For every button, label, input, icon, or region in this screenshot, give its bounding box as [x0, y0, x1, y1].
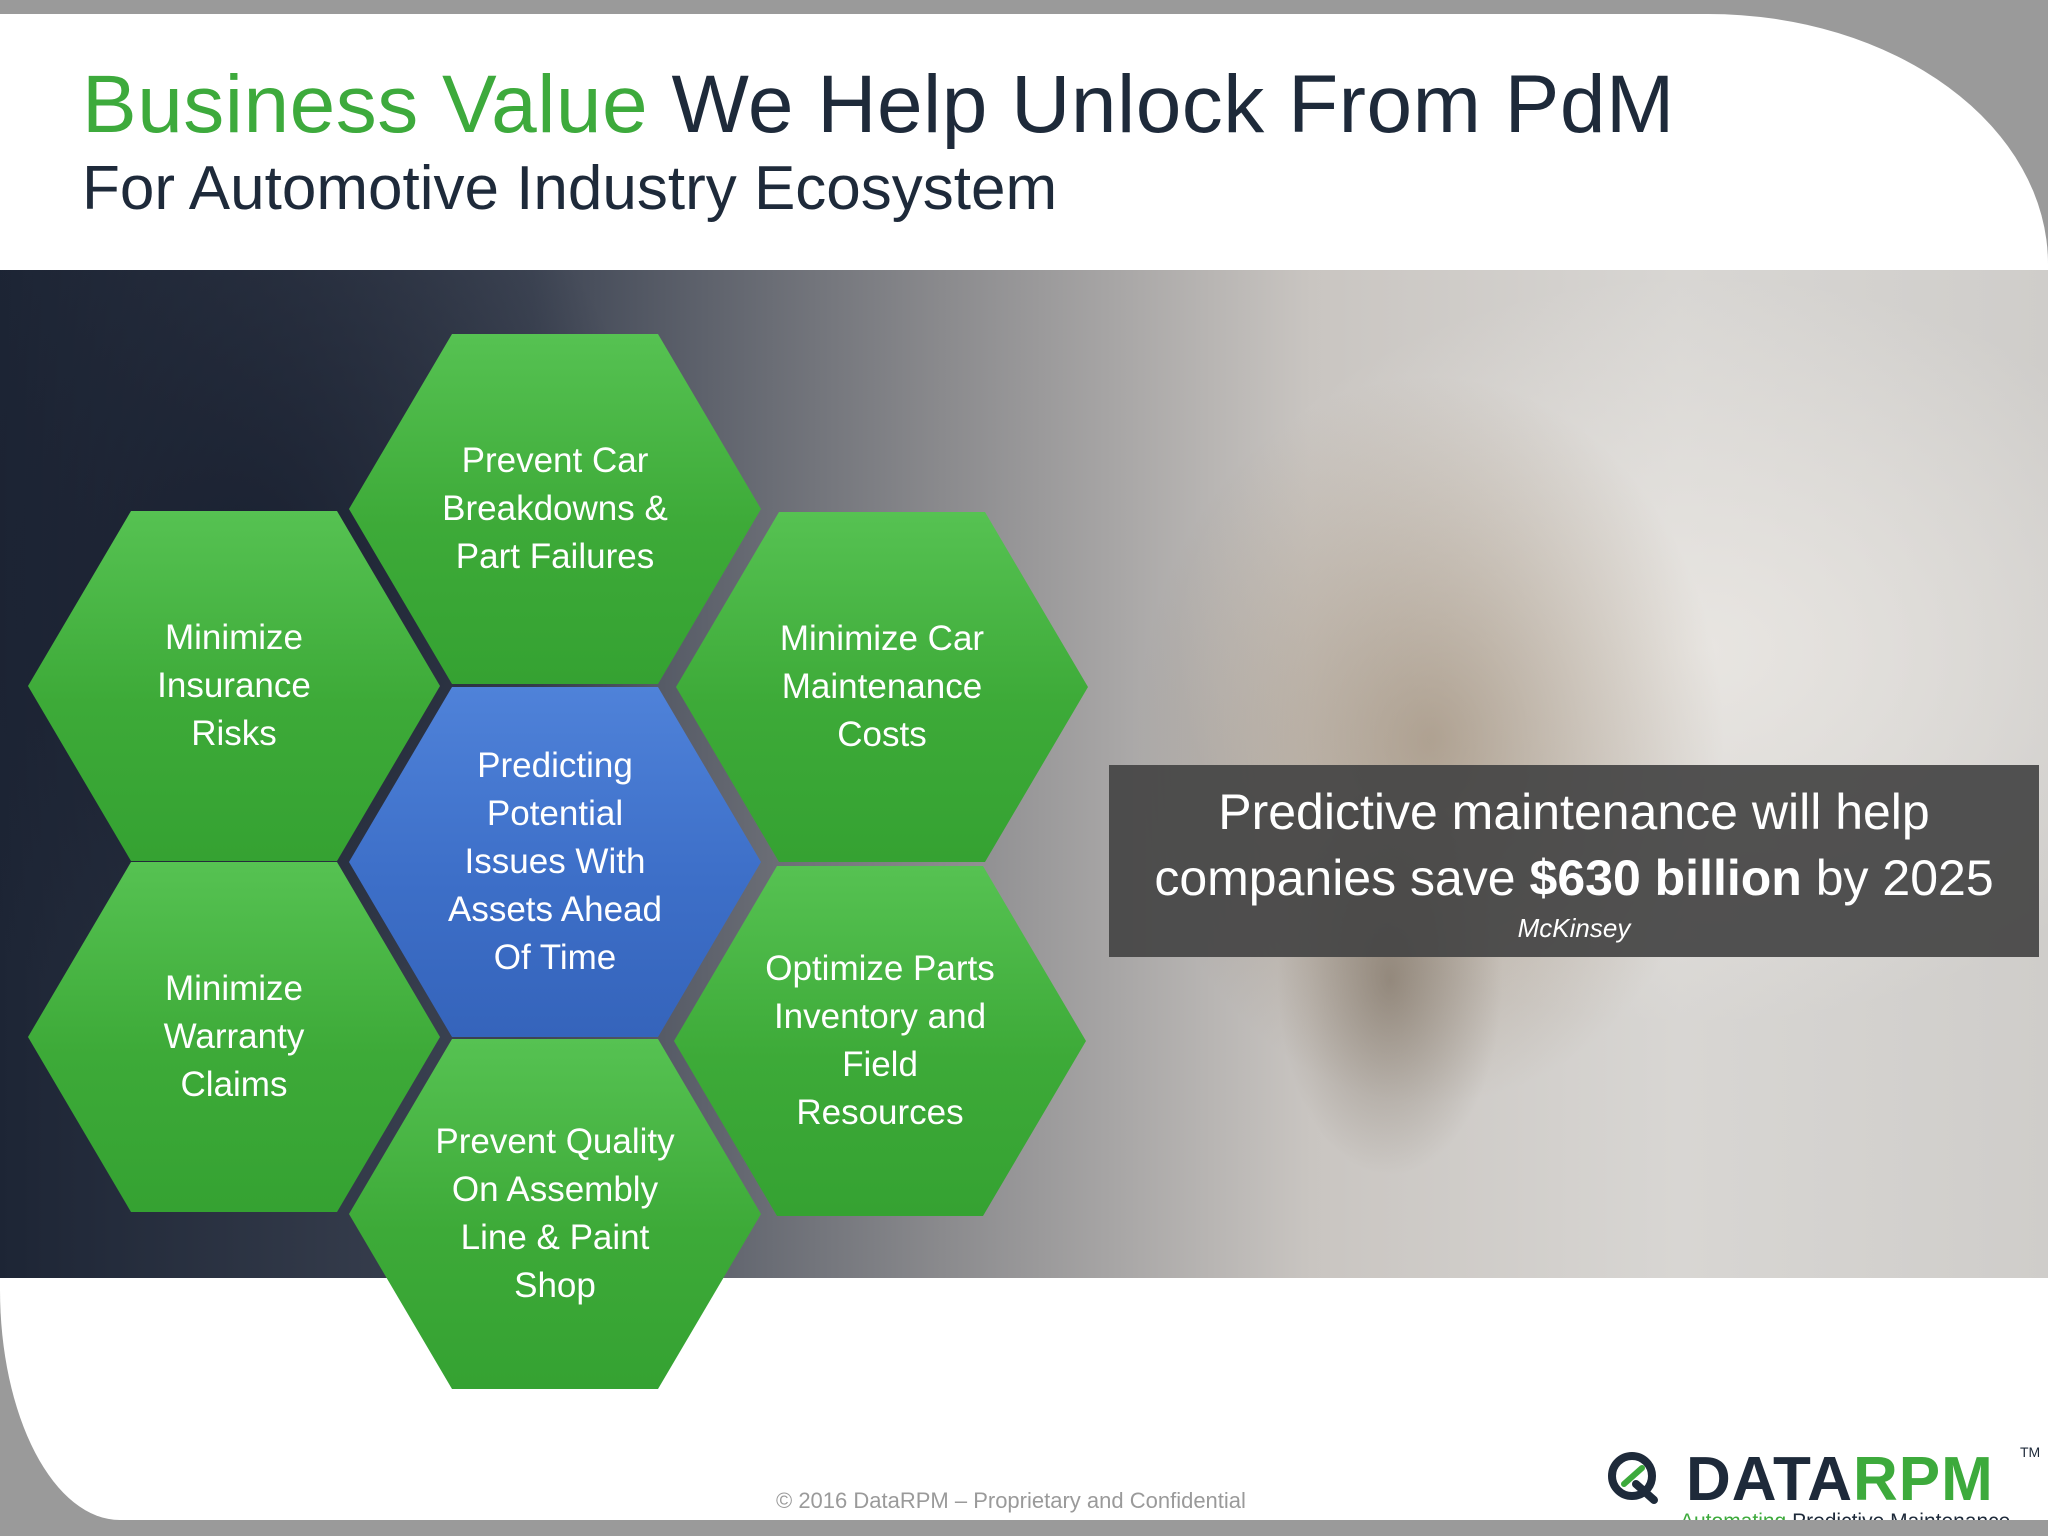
title-rest: We Help Unlock From PdM	[648, 59, 1675, 150]
company-logo: DATARPM TM Automating Predictive Mainten…	[1606, 1444, 2040, 1520]
page-number: 3	[42, 1490, 55, 1515]
slide-subtitle: For Automotive Industry Ecosystem	[82, 154, 1058, 223]
logo-tagline-accent: Automating	[1680, 1510, 1786, 1520]
hex-label: Predicting Potential Issues With Assets …	[447, 746, 663, 977]
quote-line-1: Predictive maintenance will help	[1218, 784, 1930, 840]
slide: Business Value We Help Unlock From PdM F…	[0, 14, 2048, 1520]
quote-line-2-post: by 2025	[1801, 850, 1994, 906]
hex-minimize-maintenance: Minimize Car Maintenance Costs	[676, 512, 1088, 862]
title-accent: Business Value	[82, 59, 649, 150]
logo-word-rpm: RPM	[1853, 1445, 1994, 1514]
copyright-notice: © 2016 DataRPM – Proprietary and Confide…	[776, 1488, 1246, 1513]
logo-trademark: TM	[2020, 1444, 2041, 1460]
logo-tagline-rest: Predictive Maintenance	[1786, 1510, 2010, 1520]
hex-label: Minimize Warranty Claims	[163, 969, 305, 1104]
hex-optimize-parts: Optimize Parts Inventory and Field Resou…	[674, 866, 1086, 1216]
hex-label: Minimize Car Maintenance Costs	[779, 619, 985, 754]
quote-source: McKinsey	[1517, 913, 1631, 943]
slide-title: Business Value We Help Unlock From PdM	[82, 56, 1675, 154]
hex-label: Optimize Parts Inventory and Field Resou…	[765, 949, 995, 1132]
logo-wordmark: DATARPM	[1686, 1444, 1994, 1515]
quote-highlight: $630 billion	[1529, 850, 1802, 906]
logo-word-data: DATA	[1686, 1445, 1853, 1514]
logo-tagline: Automating Predictive Maintenance	[1680, 1510, 2010, 1520]
hex-prevent-quality: Prevent Quality On Assembly Line & Paint…	[349, 1039, 761, 1389]
quote-line-2-pre: companies save	[1154, 850, 1530, 906]
hex-label: Minimize Insurance Risks	[157, 618, 311, 753]
hex-label: Prevent Car Breakdowns & Part Failures	[442, 441, 668, 576]
hex-label: Prevent Quality On Assembly Line & Paint…	[435, 1122, 675, 1305]
quote-box: Predictive maintenance will help compani…	[1109, 765, 2039, 957]
datarpm-mark-icon	[1608, 1452, 1658, 1504]
quote-line-2: companies save $630 billion by 2025	[1109, 845, 2039, 911]
